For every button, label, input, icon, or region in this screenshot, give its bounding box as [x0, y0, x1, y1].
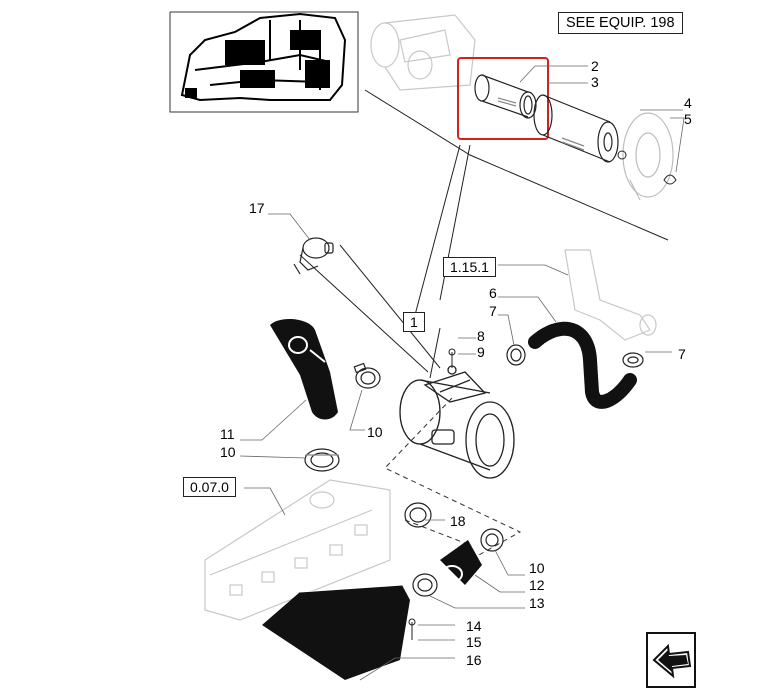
prefilter-16 [262, 584, 410, 680]
wing-nut-5 [663, 174, 677, 185]
part-label-10c: 10 [529, 560, 545, 576]
part-label-7b: 7 [678, 346, 686, 362]
part-label-8: 8 [477, 328, 485, 344]
part-label-7a: 7 [489, 303, 497, 319]
arrow-icon [652, 643, 692, 679]
ref-box-0-07-0[interactable]: 0.07.0 [183, 477, 236, 497]
filter-element-inner [474, 74, 537, 119]
intake-hose-11 [270, 318, 338, 420]
part-label-13: 13 [529, 595, 545, 611]
next-page-button[interactable] [646, 632, 696, 688]
part-label-4: 4 [684, 95, 692, 111]
part-label-2: 2 [591, 58, 599, 74]
bolt-8 [448, 348, 456, 368]
rubber-sleeve-12 [440, 540, 482, 585]
part-label-18: 18 [450, 513, 466, 529]
part-label-14: 14 [466, 618, 482, 634]
part-label-10a: 10 [367, 424, 383, 440]
hose-clamp-18 [404, 502, 432, 528]
vacuum-valve [293, 237, 334, 275]
air-cleaner-ghost [370, 14, 476, 91]
part-label-5: 5 [684, 111, 692, 127]
hose-clamp-7b [622, 352, 644, 368]
ref-box-1-15-1[interactable]: 1.15.1 [443, 257, 496, 277]
part-label-9: 9 [477, 344, 485, 360]
intake-manifold-ghost [204, 479, 391, 621]
part-label-17: 17 [249, 200, 265, 216]
see-equip-ref-box[interactable]: SEE EQUIP. 198 [558, 12, 683, 34]
hose-clamp-7a [506, 344, 526, 366]
hose-clamp-10b [304, 448, 340, 472]
cover-ghost [622, 112, 674, 201]
part-label-6: 6 [489, 285, 497, 301]
corrugated-hose-6 [528, 321, 637, 409]
ref-box-1[interactable]: 1 [403, 312, 425, 332]
nut-4 [617, 150, 627, 160]
part-label-10b: 10 [220, 444, 236, 460]
pipe-ghost [564, 249, 657, 341]
engine-thumbnail [169, 11, 359, 113]
hose-clamp-10c [480, 528, 504, 552]
hose-clamp-13 [412, 573, 438, 597]
part-label-16: 16 [466, 652, 482, 668]
part-label-11: 11 [220, 426, 235, 442]
filter-element-outer [533, 94, 619, 163]
hose-clamp-10a [353, 362, 381, 389]
air-cleaner-housing [399, 365, 515, 479]
part-label-3: 3 [591, 74, 599, 90]
part-label-15: 15 [466, 634, 482, 650]
part-label-12: 12 [529, 577, 545, 593]
screw-14 [408, 618, 416, 640]
